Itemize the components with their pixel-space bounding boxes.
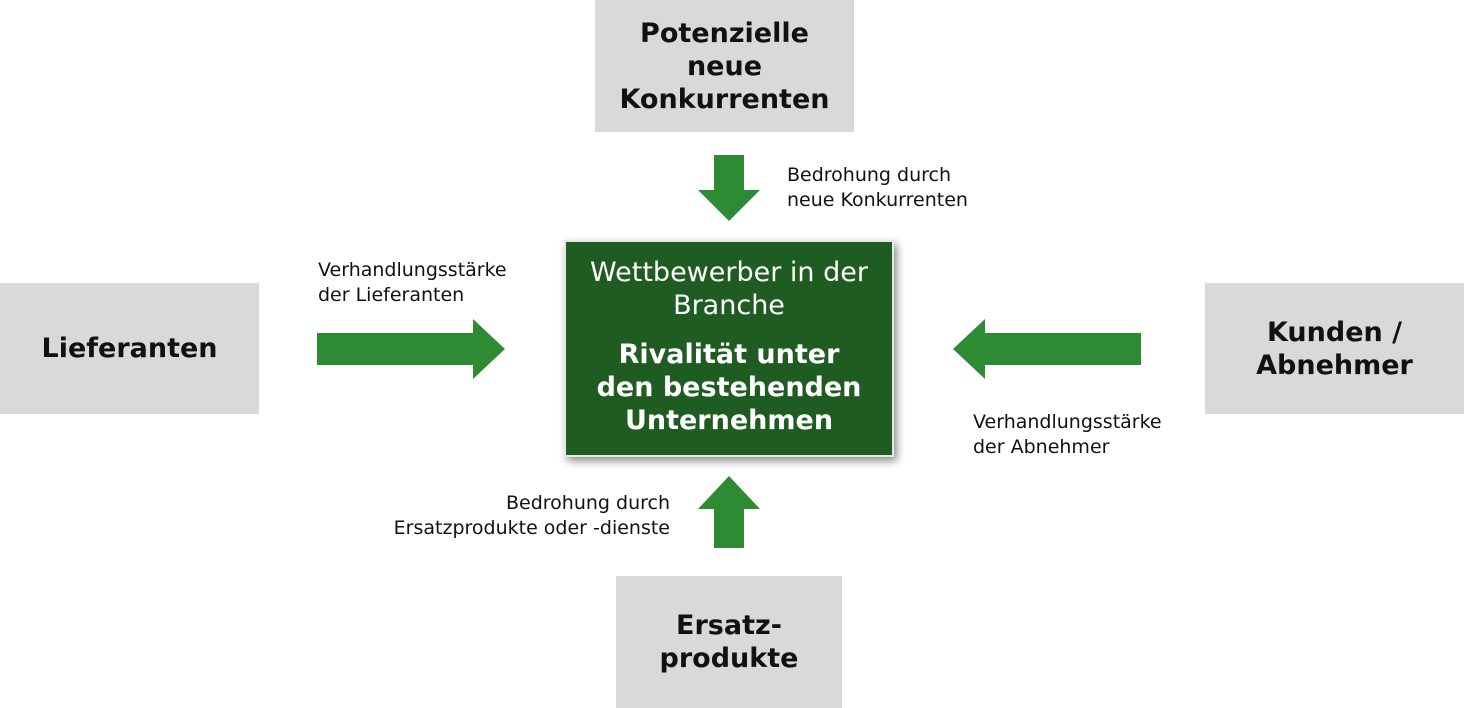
force-label-buyers: Kunden / Abnehmer xyxy=(1256,316,1413,381)
annotation-threat-new-entrants: Bedrohung durch neue Konkurrenten xyxy=(787,164,968,211)
force-label-substitutes: Ersatz- produkte xyxy=(659,610,799,674)
force-box-substitutes: Ersatz- produkte xyxy=(616,576,842,708)
center-title: Wettbewerber in der Branche xyxy=(590,257,868,321)
force-box-buyers: Kunden / Abnehmer xyxy=(1205,283,1464,414)
annotation-supplier-power: Verhandlungsstärke der Lieferanten xyxy=(318,259,507,306)
force-box-suppliers: Lieferanten xyxy=(0,283,259,414)
center-box-rivalry: Wettbewerber in der Branche Rivalität un… xyxy=(564,240,894,457)
center-subtitle: Rivalität unter den bestehenden Unterneh… xyxy=(596,339,862,436)
arrow-left-icon xyxy=(953,319,1141,379)
force-label-new-entrants: Potenzielle neue Konkurrenten xyxy=(619,17,830,115)
arrow-right-icon xyxy=(317,319,505,379)
force-label-suppliers: Lieferanten xyxy=(41,333,218,364)
annotation-threat-substitutes: Bedrohung durch Ersatzprodukte oder -die… xyxy=(393,492,670,539)
arrow-down-icon xyxy=(698,155,760,221)
annotation-buyer-power: Verhandlungsstärke der Abnehmer xyxy=(973,411,1162,458)
arrow-up-icon xyxy=(698,476,760,548)
force-box-new-entrants: Potenzielle neue Konkurrenten xyxy=(595,0,854,132)
